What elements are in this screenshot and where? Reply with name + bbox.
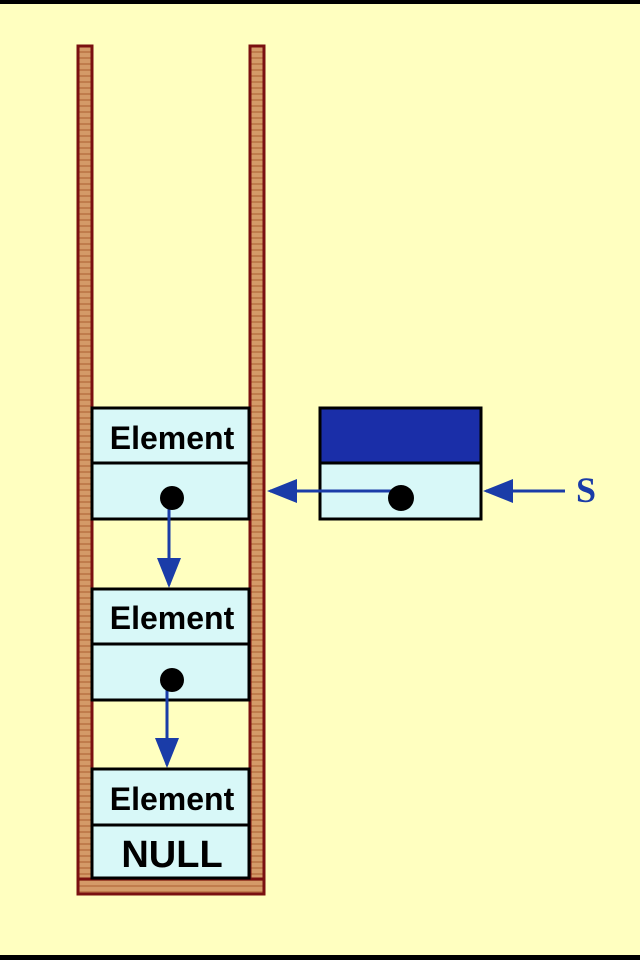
element-label: Element: [110, 781, 235, 817]
pointer-dot: [388, 485, 414, 511]
null-cell: [90, 823, 251, 880]
top-border: [0, 0, 640, 4]
left-wall: [76, 44, 94, 896]
null-label: NULL: [121, 834, 222, 876]
element-label: Element: [110, 600, 235, 636]
right-wall: [248, 44, 266, 896]
stack-node-2: Element: [90, 587, 251, 768]
container-base: [76, 877, 266, 896]
stack-variable-label: S: [576, 470, 596, 510]
stack-node-3: Element NULL: [90, 767, 251, 880]
stack-node-1: Element: [90, 406, 251, 588]
bottom-border: [0, 955, 640, 960]
pointer-dot: [160, 668, 184, 692]
header-cell: [318, 406, 483, 465]
element-label: Element: [110, 420, 235, 456]
pointer-dot: [160, 486, 184, 510]
top-pointer-node: [267, 406, 483, 521]
